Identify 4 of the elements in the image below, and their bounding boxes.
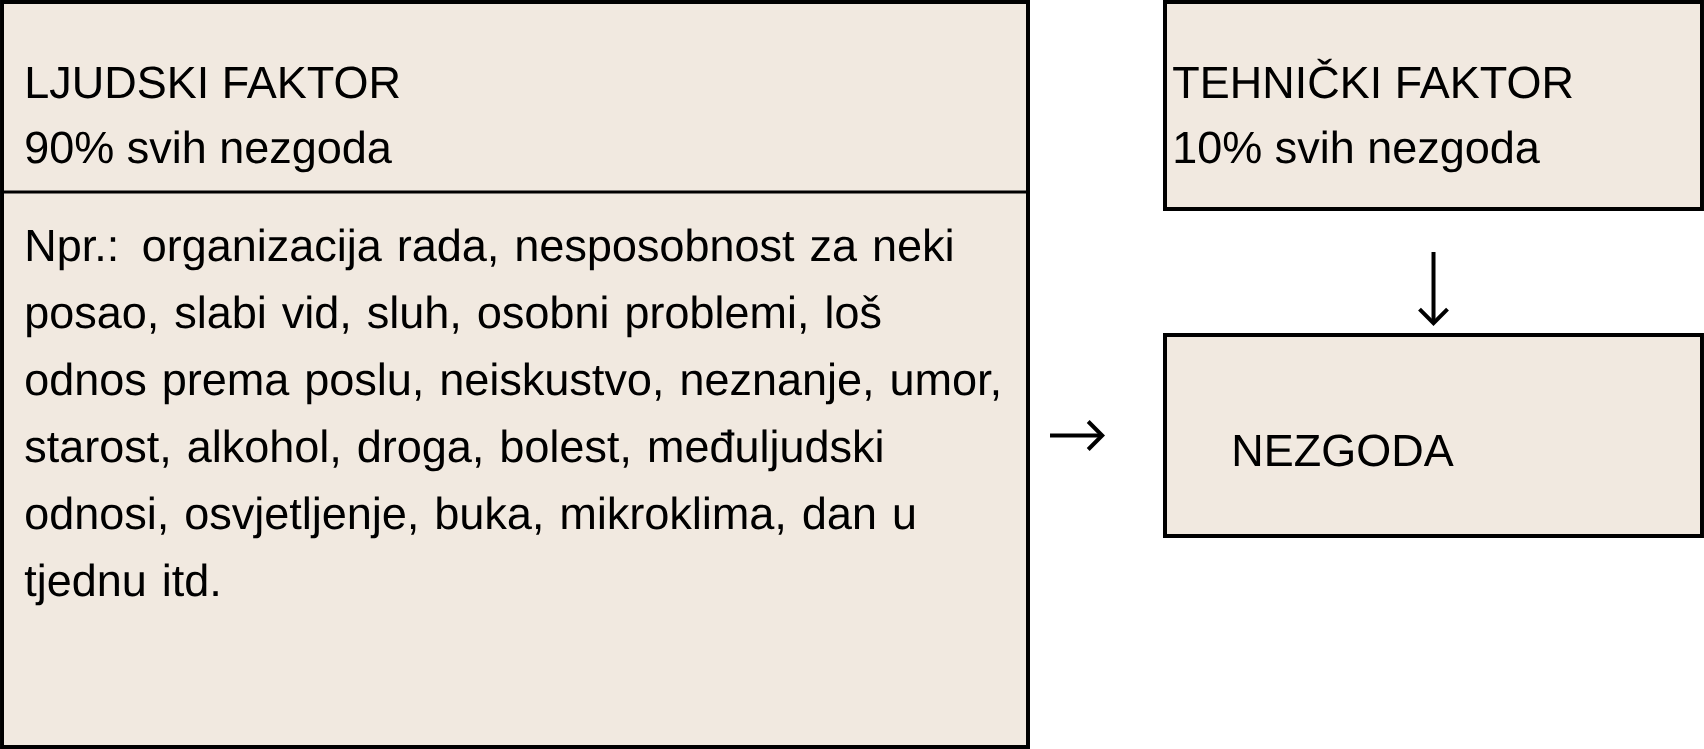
factor-box: LJUDSKI FAKTOR 90% svih nezgoda Npr.: organizacija rada, nesposobnost za neki posao, slabi vid, sluh, osobni problemi, loš odnos prema poslu, neiskustvo, neznanje, umor, starost, alkohol, droga, bolest, međuljudski odnosi, osvjetljenje, buka, mikroklima, dan u tjednu itd. — [0, 0, 1030, 749]
factor-box: TEHNIČKI FAKTOR 10% svih nezgoda — [1163, 0, 1704, 211]
factor-box: NEZGODA — [1163, 333, 1704, 538]
arrow — [1418, 252, 1449, 326]
